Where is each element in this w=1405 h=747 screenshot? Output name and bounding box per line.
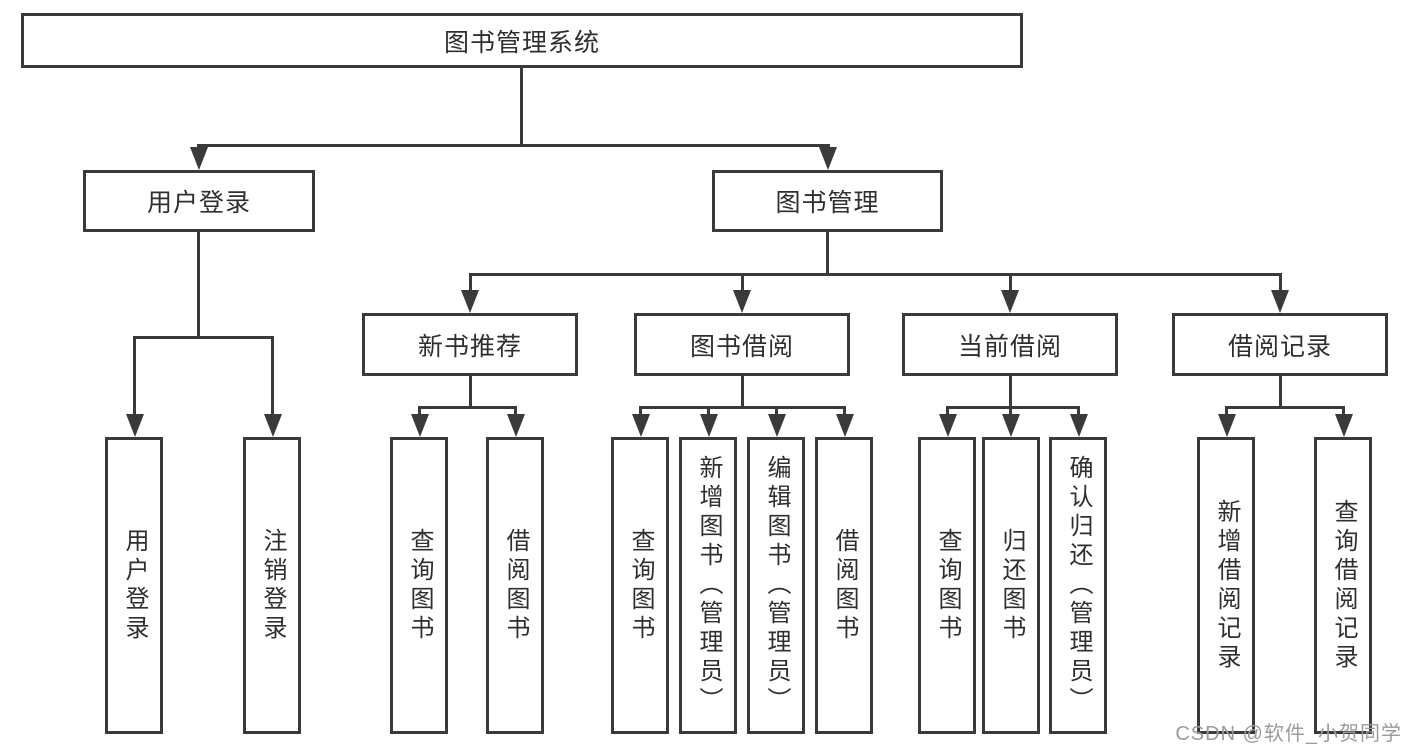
leaf-current-query-books: 查询图书: [918, 437, 976, 734]
leaf-recommend-borrow-books: 借阅图书: [486, 437, 544, 734]
arrowhead-down-icon: [411, 414, 429, 437]
node-book-management: 图书管理: [712, 170, 943, 232]
connector-line-vertical: [1009, 273, 1012, 293]
connector-line-vertical: [271, 336, 274, 415]
node-borrowing-records: 借阅记录: [1172, 313, 1388, 376]
arrowhead-down-icon: [507, 414, 525, 437]
arrowhead-down-icon: [700, 414, 718, 437]
leaf-user-login: 用户登录: [105, 437, 163, 734]
leaf-recommend-query-books: 查询图书: [390, 437, 448, 734]
connector-line-horizontal: [639, 406, 846, 409]
arrowhead-down-icon: [733, 290, 751, 313]
leaf-records-add-record: 新增借阅记录: [1197, 437, 1255, 734]
connector-line-vertical: [639, 406, 642, 416]
connector-line-vertical: [520, 68, 523, 144]
connector-line-vertical: [1279, 273, 1282, 293]
node-new-book-recommendation: 新书推荐: [362, 313, 578, 376]
leaf-logout: 注销登录: [243, 437, 301, 734]
connector-line-vertical: [1279, 376, 1282, 406]
connector-line-vertical: [1077, 406, 1080, 416]
connector-line-horizontal: [133, 336, 274, 339]
connector-line-vertical: [1009, 406, 1012, 416]
arrowhead-down-icon: [264, 414, 282, 437]
connector-line-vertical: [469, 273, 472, 293]
node-system-root: 图书管理系统: [21, 13, 1023, 68]
node-book-borrowing: 图书借阅: [634, 313, 850, 376]
connector-line-horizontal: [197, 144, 830, 147]
arrowhead-down-icon: [126, 414, 144, 437]
arrowhead-down-icon: [836, 414, 854, 437]
connector-line-vertical: [1225, 406, 1228, 416]
leaf-current-confirm-return-admin: 确认归还（管理员）: [1049, 437, 1107, 734]
connector-line-vertical: [946, 406, 949, 416]
arrowhead-down-icon: [632, 414, 650, 437]
connector-line-vertical: [514, 406, 517, 416]
arrowhead-down-icon: [190, 147, 208, 170]
connector-line-horizontal: [418, 406, 517, 409]
arrowhead-down-icon: [1002, 414, 1020, 437]
connector-line-vertical: [133, 336, 136, 415]
arrowhead-down-icon: [819, 147, 837, 170]
connector-line-horizontal: [469, 273, 1282, 276]
connector-line-vertical: [775, 406, 778, 416]
connector-line-vertical: [1342, 406, 1345, 416]
arrowhead-down-icon: [939, 414, 957, 437]
arrowhead-down-icon: [461, 290, 479, 313]
arrowhead-down-icon: [1271, 290, 1289, 313]
arrowhead-down-icon: [768, 414, 786, 437]
connector-line-vertical: [197, 232, 200, 336]
leaf-borrowing-edit-books-admin: 编辑图书（管理员）: [747, 437, 805, 734]
node-current-borrowing: 当前借阅: [902, 313, 1118, 376]
connector-line-vertical: [741, 376, 744, 406]
connector-line-vertical: [843, 406, 846, 416]
connector-line-vertical: [418, 406, 421, 416]
arrowhead-down-icon: [1335, 414, 1353, 437]
leaf-records-query-record: 查询借阅记录: [1314, 437, 1372, 734]
connector-line-vertical: [469, 376, 472, 406]
arrowhead-down-icon: [1070, 414, 1088, 437]
connector-line-vertical: [707, 406, 710, 416]
node-user-login: 用户登录: [83, 170, 315, 232]
leaf-borrowing-borrow-books: 借阅图书: [815, 437, 873, 734]
watermark: CSDN @软件_小贺同学: [1175, 723, 1402, 745]
arrowhead-down-icon: [1218, 414, 1236, 437]
connector-line-horizontal: [1225, 406, 1345, 409]
leaf-borrowing-query-books: 查询图书: [611, 437, 669, 734]
leaf-current-return-books: 归还图书: [982, 437, 1040, 734]
connector-line-vertical: [826, 232, 829, 273]
arrowhead-down-icon: [1001, 290, 1019, 313]
connector-line-vertical: [741, 273, 744, 293]
connector-line-horizontal: [946, 406, 1080, 409]
leaf-borrowing-add-books-admin: 新增图书（管理员）: [679, 437, 737, 734]
connector-line-vertical: [1009, 376, 1012, 406]
